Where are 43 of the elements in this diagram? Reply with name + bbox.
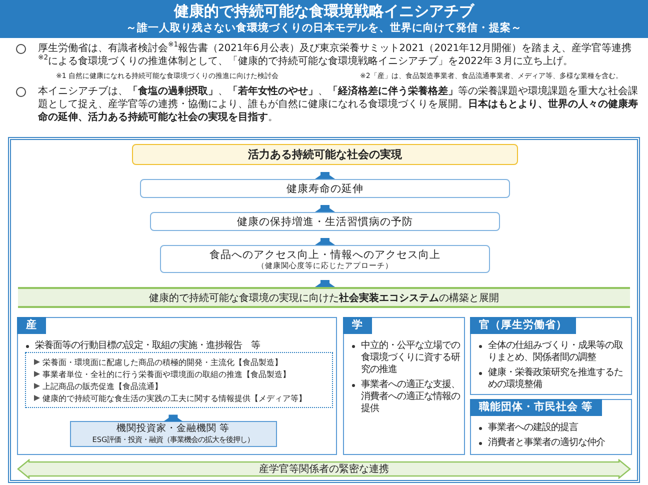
- sector-panel: [343, 317, 465, 455]
- panel-tab: 官（厚生労働省）: [470, 317, 576, 334]
- panel-tab: 職能団体・市民社会 等: [470, 399, 602, 416]
- step-text: 食品へのアクセス向上・情報へのアクセス向上: [210, 248, 440, 260]
- investor-title: 機関投資家・金融機関 等: [116, 422, 230, 435]
- step-text: 健康の保持増進・生活習慣病の予防: [237, 216, 413, 228]
- list-item: 栄養面・環境面に配慮した商品の積極的開発・主流化【食品製造】: [32, 356, 329, 368]
- step-box: [160, 245, 490, 273]
- paragraph: 厚生労働省は、有識者検討会$^{※1}$報告書（2021年6月公表）及び東京栄養サミット2021（2021年12月開催）を踏まえ、産学官等連携$^{※2}$による食環境づくりの推進体制として、「健康的で持続可能な食環境戦略イニシアチブ」を2022年３月に立ち上げ。: [38, 42, 633, 68]
- investor-box: [70, 420, 277, 447]
- block-arrow: [315, 172, 335, 179]
- panel-tab: 産: [17, 317, 46, 334]
- sector-panel: [470, 399, 632, 455]
- block-arrow: [315, 238, 335, 245]
- band-label: 健康的で持続可能な食環境の実現に向けた社会実装エコシステムの構築と展開: [149, 291, 499, 304]
- step-text: 健康寿命の延伸: [286, 182, 364, 194]
- bullet-item: 栄養面等の行動目標の設定・取組の実施・進捗報告 等: [23, 340, 333, 352]
- paragraph: 本イニシアチブは、「食塩の過剰摂取」、「若年女性のやせ」、「経済格差に伴う栄養格差」等の栄養課題や環境課題を重大な社会課題として捉え、産学官等の連携・協働により、誰もが自然に健康になれる食環境づくりを展開。日本はもとより、世界の人々の健康寿命の延伸、活力ある持続可能な社会の実現を目指す。: [38, 85, 638, 124]
- list-item: 事業者単位・全社的に行う栄養面や環境面の取組の推進【食品製造】: [32, 368, 329, 380]
- block-arrow: [315, 280, 335, 287]
- bullet-item: 健康・栄養政策研究を推進するための環境整備: [476, 367, 628, 391]
- goal-text: 活力ある持続可能な社会の実現: [248, 147, 402, 162]
- bullet-item: 事業者への建設的提言: [476, 422, 628, 434]
- bullet-item: 中立的・公平な立場での食環境づくりに資する研究の推進: [349, 340, 461, 376]
- title: 健康的で持続可能な食環境戦略イニシアチブ: [172, 2, 476, 21]
- bullet-item: 全体の仕組みづくり・成果等の取りまとめ、関係者間の調整: [476, 340, 628, 364]
- bullet-item: 事業者への適正な支援、消費者への適正な情報の提供: [349, 379, 461, 415]
- sector-panel: [470, 317, 632, 395]
- double-arrow-band: [17, 459, 631, 479]
- step-box: [150, 212, 500, 231]
- sector-panel: [17, 317, 337, 455]
- panel-tab: 学: [343, 317, 372, 334]
- band-label: 産学官等関係者の緊密な連携: [259, 462, 389, 476]
- block-arrow: [163, 414, 184, 422]
- ecosystem-band: [18, 287, 630, 308]
- list-item: 健康的で持続可能な食生活の実践の工夫に関する情報提供【メディア等】: [32, 392, 329, 404]
- bullet-item: 消費者と事業者の適切な仲介: [476, 437, 628, 449]
- step-box: [140, 179, 510, 198]
- subtitle: ～誰一人取り残さない食環境づくりの日本モデルを、世界に向けて発信・提案～: [125, 21, 523, 35]
- goal-box: [132, 144, 518, 165]
- list-item: 上記商品の販売促進【食品流通】: [32, 380, 329, 392]
- dotted-list-box: [24, 352, 333, 408]
- block-arrow: [315, 205, 335, 212]
